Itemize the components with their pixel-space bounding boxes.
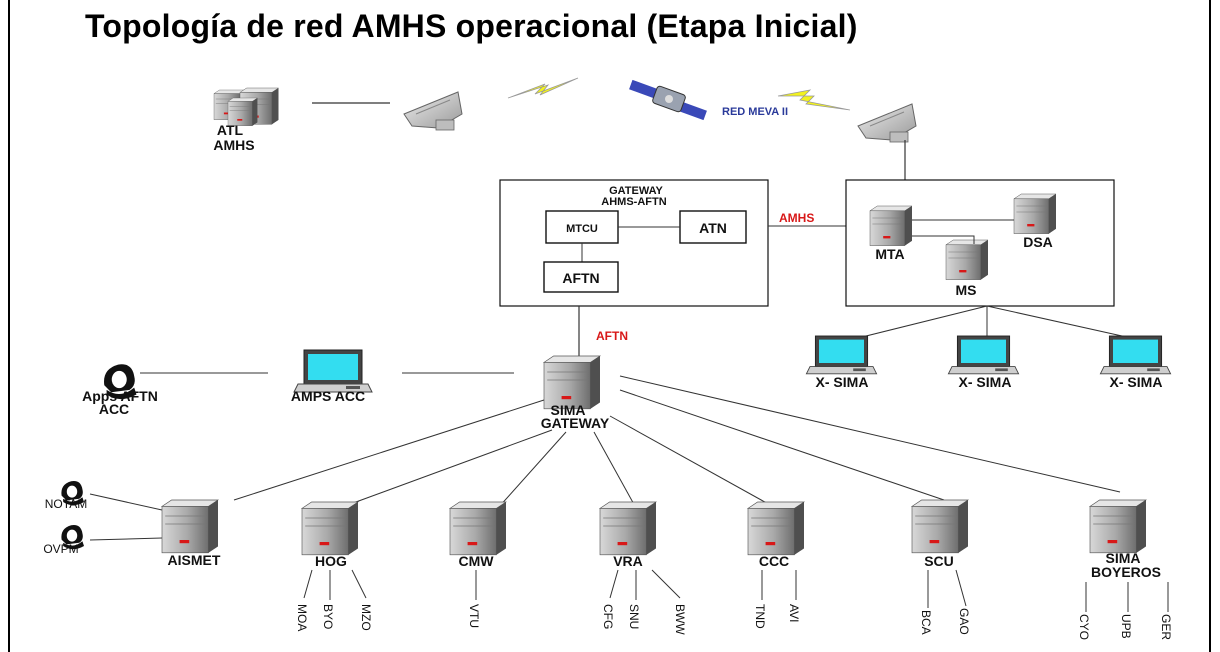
leaf-cyo-label: CYO <box>1077 614 1091 640</box>
station-cmw-label: CMW <box>459 553 495 569</box>
leaf-bww-label: BWW <box>673 604 687 635</box>
notam-label: NOTAM <box>45 497 87 511</box>
sima-gateway-server-icon <box>543 355 601 410</box>
vra-server-icon <box>599 501 657 556</box>
atl-amhs-label: AMHS <box>213 137 254 153</box>
sima-vra-link <box>593 431 637 509</box>
notam-aismet-link <box>89 493 163 511</box>
leaf-mzo-label: MZO <box>359 604 373 631</box>
ms-xsima1-link <box>849 305 988 341</box>
aftn-box <box>543 261 619 293</box>
ms-xsima3-link <box>986 305 1141 341</box>
sima-gateway-line2: GATEWAY <box>541 415 610 431</box>
aismet-server-icon <box>161 499 219 554</box>
diagram-title: Topología de red AMHS operacional (Etapa… <box>85 8 858 44</box>
leaf-upb-label: UPB <box>1119 614 1133 639</box>
mta-ms-link <box>912 235 975 244</box>
leaf-gao-label: GAO <box>957 608 971 635</box>
dish-right-icon <box>857 103 917 143</box>
sima-cmw-link <box>497 431 567 509</box>
ovpm-label: OVPM <box>43 542 78 556</box>
atl-server-cluster <box>213 87 279 126</box>
atl-label: ATL <box>217 122 244 138</box>
amps-acc-label: AMPS ACC <box>291 388 365 404</box>
leaf-avi-label: AVI <box>787 604 801 622</box>
leaf-labels: MOA BYO MZO VTU CFG SNU BWW TND AVI BCA … <box>295 604 1173 640</box>
gateway-subtitle: AHMS-AFTN <box>601 196 666 208</box>
cmw-server-icon <box>449 501 507 556</box>
dsa-label: DSA <box>1023 234 1053 250</box>
station-aismet-label: AISMET <box>168 552 221 568</box>
mtcu-label: MTCU <box>566 223 598 235</box>
leaf-vtu-label: VTU <box>467 604 481 628</box>
sima-hog-link <box>344 429 553 507</box>
leaf-moa-label: MOA <box>295 604 309 631</box>
red-meva-label: RED MEVA II <box>722 106 788 118</box>
station-ccc-label: CCC <box>759 553 789 569</box>
mtcu-box <box>545 210 619 244</box>
dsa-server-icon <box>1013 193 1057 234</box>
ccc-server-icon <box>747 501 805 556</box>
xsima-laptop-3-icon <box>1099 335 1172 375</box>
amhs-link-label: AMHS <box>779 211 814 225</box>
xsima-laptop-2-icon <box>947 335 1020 375</box>
scu-server-icon <box>911 499 969 554</box>
apps-aftn-label-2: ACC <box>99 401 129 417</box>
leaf-links <box>303 569 1169 612</box>
ms-server-icon <box>945 239 989 280</box>
xsima-laptop-1-icon <box>805 335 878 375</box>
amps-acc-laptop-icon <box>293 349 373 393</box>
hog-server-icon <box>301 501 359 556</box>
lightning-left-icon <box>507 77 579 99</box>
leaf-tnd-label: TND <box>753 604 767 629</box>
atn-label: ATN <box>699 220 727 236</box>
leaf-cfg-label: CFG <box>601 604 615 629</box>
xsima-label-2: X- SIMA <box>959 374 1012 390</box>
dish-left-icon <box>403 91 463 131</box>
leaf-bca-label: BCA <box>919 610 933 635</box>
gateway-title: GATEWAY <box>609 185 663 197</box>
mta-server-icon <box>869 205 913 246</box>
xsima-label-3: X- SIMA <box>1110 374 1163 390</box>
sima-ccc-link <box>609 415 773 507</box>
left-border <box>8 0 10 652</box>
ovpm-aismet-link <box>89 537 163 541</box>
satellite-icon <box>629 79 707 121</box>
station-scu-label: SCU <box>924 553 954 569</box>
ms-label: MS <box>956 282 977 298</box>
right-border <box>1209 0 1211 652</box>
station-sima-label: SIMA <box>1106 550 1141 566</box>
sima-aismet-link <box>233 399 545 501</box>
station-vra-label: VRA <box>613 553 643 569</box>
leaf-snu-label: SNU <box>627 604 641 629</box>
lightning-right-icon <box>777 89 851 111</box>
mta-label: MTA <box>875 246 904 262</box>
sima-boyeros-link <box>619 375 1121 493</box>
aftn-link-label: AFTN <box>596 329 628 343</box>
boyeros-server-icon <box>1089 499 1147 554</box>
xsima-label-1: X- SIMA <box>816 374 869 390</box>
sima-gateway-line1: SIMA <box>551 402 586 418</box>
leaf-ger-label: GER <box>1159 614 1173 640</box>
apps-aftn-label-1: Apps AFTN <box>82 388 158 404</box>
sima-scu-link <box>619 389 945 501</box>
leaf-byo-label: BYO <box>321 604 335 629</box>
aftn-box-label: AFTN <box>562 270 599 286</box>
station-boyeros-label: BOYEROS <box>1091 564 1161 580</box>
station-hog-label: HOG <box>315 553 347 569</box>
